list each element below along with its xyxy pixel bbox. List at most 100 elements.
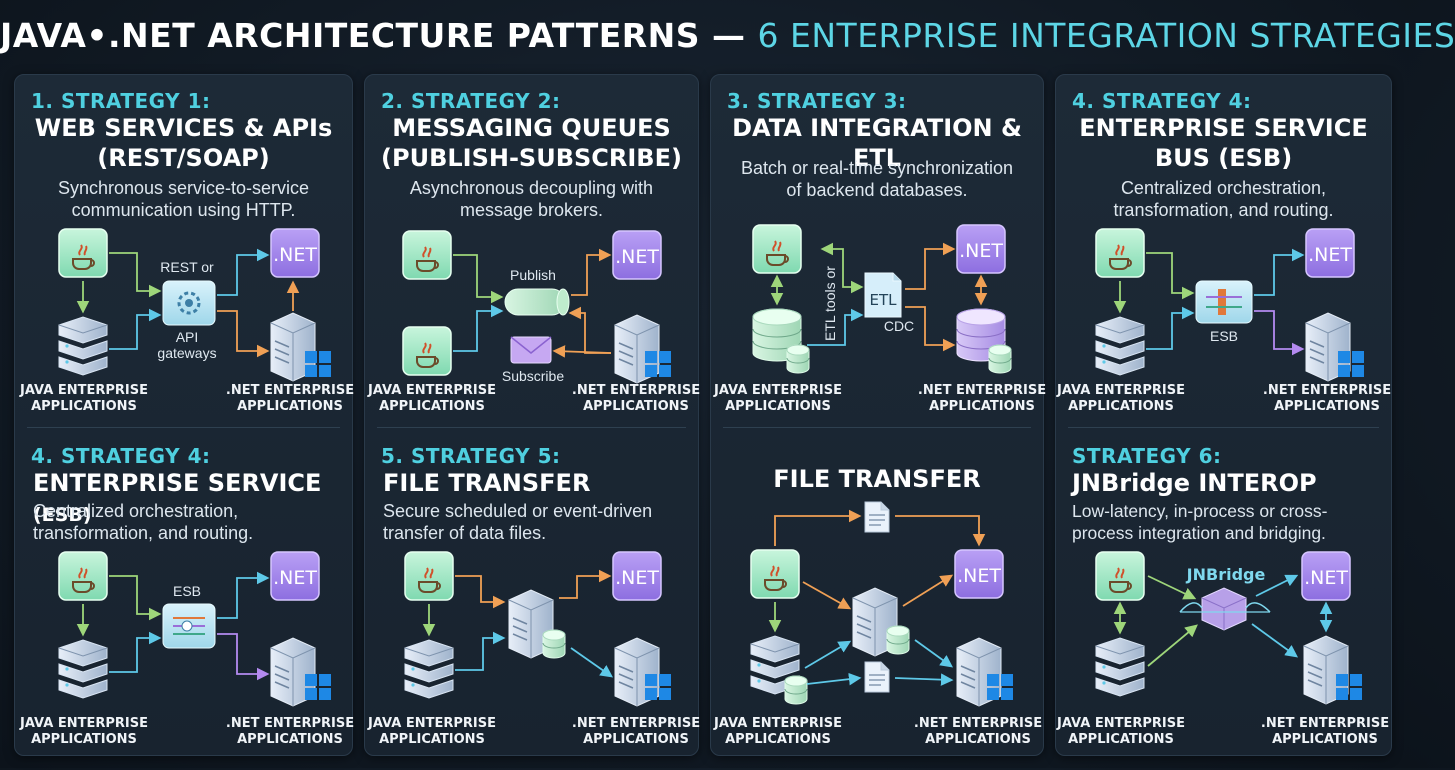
net-badge-label: .NET xyxy=(615,567,659,589)
subscribe-label: Subscribe xyxy=(502,368,564,384)
net-apps-label: .NET ENTERPRISE APPLICATIONS xyxy=(913,716,1043,747)
etl-side-label: ETL tools or xyxy=(822,266,838,341)
java-icon xyxy=(58,551,108,601)
java-apps-label: JAVA ENTERPRISE APPLICATIONS xyxy=(368,716,496,747)
arrow-etl-to-net-db xyxy=(905,306,956,352)
java-server-icon xyxy=(1095,637,1145,697)
java-icon xyxy=(752,224,802,274)
esb-diagram: .NET ESB xyxy=(58,551,331,707)
arrow-esb-to-net xyxy=(217,571,270,619)
panel-divider xyxy=(723,427,1031,428)
arrow-stack-to-server xyxy=(804,640,852,669)
net-apps-label: .NET ENTERPRISE APPLICATIONS xyxy=(1260,716,1390,747)
strategy-heading: WEB SERVICES & APIs (REST/SOAP) xyxy=(34,114,333,172)
arrow-bridge-to-net xyxy=(1255,574,1299,597)
java-mini-database-icon xyxy=(784,675,808,705)
panel-column-3: 3. STRATEGY 3: DATA INTEGRATION & ETL Ba… xyxy=(710,74,1046,756)
title-accent: 6 ENTERPRISE INTEGRATION STRATEGIES xyxy=(757,16,1455,55)
strategy-file-transfer-2: FILE TRANSFER .NET JAVA ENTERPRISE APPLI… xyxy=(711,430,1043,770)
storage-icon xyxy=(886,625,910,655)
java-server-icon xyxy=(58,639,108,699)
java-apps-label: JAVA ENTERPRISE APPLICATIONS xyxy=(20,383,148,414)
java-apps-label: JAVA ENTERPRISE APPLICATIONS xyxy=(20,716,148,747)
etl-document-icon xyxy=(864,272,902,318)
java-apps-label: JAVA ENTERPRISE APPLICATIONS xyxy=(714,716,842,747)
strategy-file-transfer: 5. STRATEGY 5: FILE TRANSFER Secure sche… xyxy=(365,430,700,770)
hub-bottom-label: ESB xyxy=(1210,328,1238,344)
arrow-esb-to-net-server xyxy=(1254,310,1305,356)
java-apps-label: JAVA ENTERPRISE APPLICATIONS xyxy=(1057,716,1185,747)
net-apps-label: .NET ENTERPRISE APPLICATIONS xyxy=(1262,383,1392,414)
panel-divider xyxy=(1068,427,1379,428)
java-icon xyxy=(58,228,108,278)
strategy-description: Centralized orchestration, transformatio… xyxy=(33,501,254,543)
net-badge-label: .NET xyxy=(273,244,317,266)
arrow-java-to-doc xyxy=(774,509,862,546)
panel-column-2: 2. STRATEGY 2: MESSAGING QUEUES (PUBLISH… xyxy=(364,74,700,756)
arrow-etl-to-net xyxy=(905,242,956,290)
java-server-icon xyxy=(58,316,108,376)
arrow-hub-to-net-server xyxy=(217,310,270,358)
net-badge-label: .NET xyxy=(957,565,1001,587)
arrow-db-to-etl xyxy=(807,308,864,346)
net-badge-label: .NET xyxy=(1308,244,1352,266)
java-apps-label: JAVA ENTERPRISE APPLICATIONS xyxy=(1057,383,1185,414)
cdc-label: CDC xyxy=(884,318,914,334)
net-apps-label: .NET ENTERPRISE APPLICATIONS xyxy=(225,716,355,747)
java-apps-label: JAVA ENTERPRISE APPLICATIONS xyxy=(368,383,496,414)
java-icon xyxy=(1095,228,1145,278)
arrow-java-to-bridge xyxy=(1147,575,1197,600)
arrow-java-to-server xyxy=(802,581,852,610)
etl-diagram: .NET ETL CDC ETL tools or xyxy=(752,224,1012,374)
arrow-queue-to-net xyxy=(571,248,612,296)
strategy-label: 3. STRATEGY 3: xyxy=(727,89,907,113)
jnbridge-diagram: .NET JNBridge xyxy=(1095,551,1362,705)
java-apps-label: JAVA ENTERPRISE APPLICATIONS xyxy=(714,383,842,414)
arrow-server-to-esb xyxy=(1146,306,1195,350)
strategy-esb: 4. STRATEGY 4: ENTERPRISE SERVICE BUS (E… xyxy=(1056,75,1391,415)
heading-main: ENTERPRISE SERVICE xyxy=(33,469,322,497)
net-badge-label: .NET xyxy=(273,567,317,589)
publish-label: Publish xyxy=(510,267,556,283)
arrow-net-to-queue xyxy=(568,306,611,354)
arrow-server-to-bridge xyxy=(1147,624,1198,667)
web-services-diagram: .NET REST or API gateways xyxy=(58,228,331,382)
strategy-heading: FILE TRANSFER xyxy=(773,465,981,493)
message-queue-icon xyxy=(504,288,566,316)
arrow-java-to-queue xyxy=(453,304,504,352)
strategy-label: 5. STRATEGY 5: xyxy=(381,444,561,468)
heading-small: (ESB) xyxy=(33,504,92,526)
strategy-description: Low-latency, in-process or cross- proces… xyxy=(1072,501,1328,543)
document-icon xyxy=(864,661,890,693)
java-mini-database-icon xyxy=(786,344,810,374)
strategy-label: 4. STRATEGY 4: xyxy=(31,444,211,468)
arrow-server-to-net xyxy=(559,569,612,599)
strategy-description: Secure scheduled or event-driven transfe… xyxy=(383,501,653,543)
java-icon-publisher xyxy=(402,230,452,280)
hub-bottom-label-2: gateways xyxy=(157,345,216,361)
panel-column-4: 4. STRATEGY 4: ENTERPRISE SERVICE BUS (E… xyxy=(1055,74,1392,756)
strategy-jnbridge: STRATEGY 6: JNBridge INTEROP Low-latency… xyxy=(1056,430,1391,770)
panel-divider xyxy=(27,427,340,428)
strategy-heading: ENTERPRISE SERVICE (ESB) xyxy=(33,468,344,530)
arrow-net-to-envelope xyxy=(552,345,612,358)
file-transfer-diagram-2: .NET xyxy=(750,501,1013,707)
net-badge-label: .NET xyxy=(1304,567,1348,589)
java-icon-subscriber xyxy=(402,326,452,376)
arrow-doc-to-net xyxy=(895,515,986,547)
document-icon xyxy=(864,501,890,533)
arrow-server-to-net-server xyxy=(914,639,954,668)
strategy-label: 2. STRATEGY 2: xyxy=(381,89,561,113)
strategy-web-services: 1. STRATEGY 1: WEB SERVICES & APIs (REST… xyxy=(15,75,354,415)
esb-diagram-2: .NET ESB xyxy=(1095,228,1364,382)
net-badge-label: .NET xyxy=(959,240,1003,262)
strategy-heading: DATA INTEGRATION & ETL xyxy=(732,114,1022,172)
title-main: JAVA•.NET ARCHITECTURE PATTERNS — xyxy=(0,16,758,55)
arrow-bridge-to-net-server xyxy=(1251,623,1299,658)
arrow-server-to-net xyxy=(902,574,954,607)
strategy-heading: ENTERPRISE SERVICE BUS (ESB) xyxy=(1079,114,1368,172)
strategy-description: Batch or real-time synchronization of ba… xyxy=(740,158,1014,200)
strategy-label: 4. STRATEGY 4: xyxy=(1072,89,1252,113)
arrow-esb-to-net xyxy=(1254,248,1305,296)
java-icon xyxy=(1095,551,1145,601)
